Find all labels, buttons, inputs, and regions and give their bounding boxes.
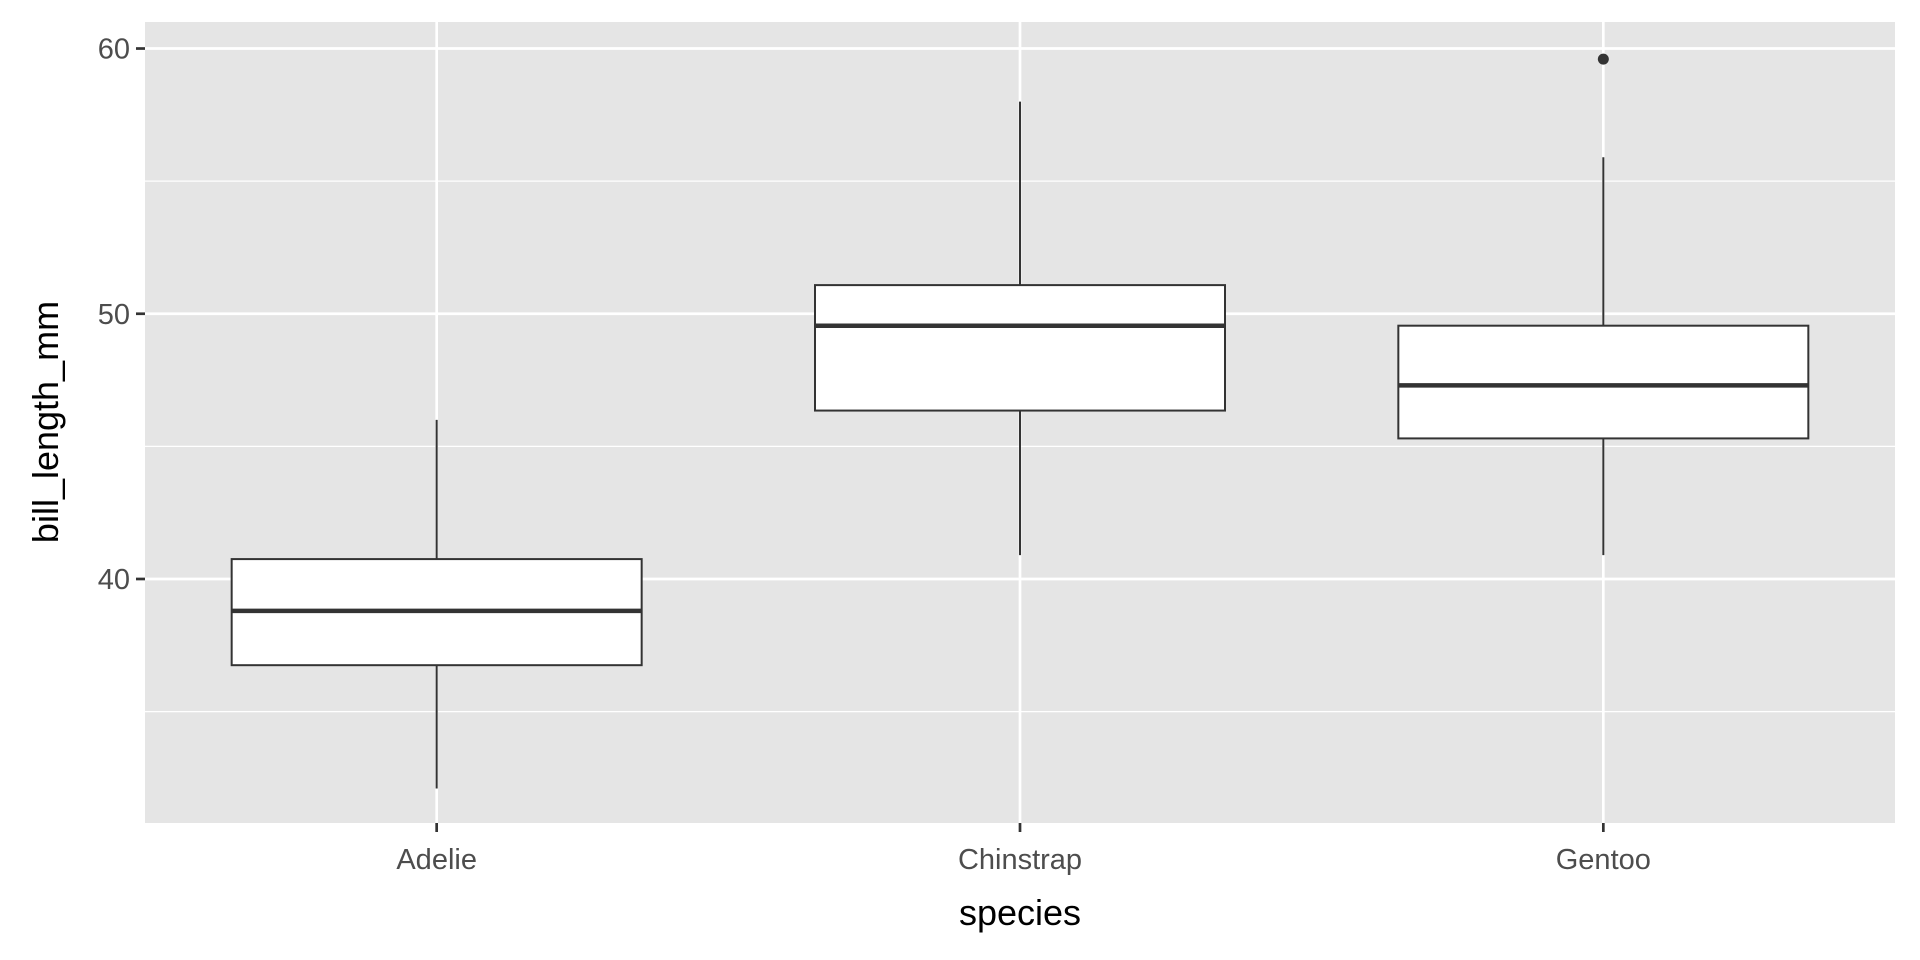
x-tick-label: Gentoo (1556, 844, 1651, 876)
outlier-point (1597, 53, 1609, 65)
x-tick-label: Adelie (396, 844, 477, 876)
x-axis-title: species (959, 892, 1081, 933)
y-tick-label: 50 (98, 299, 130, 331)
box-iqr (1397, 324, 1810, 440)
x-tick-label: Chinstrap (958, 844, 1082, 876)
y-axis-title: bill_length_mm (25, 301, 66, 543)
y-tick-label: 40 (98, 564, 130, 596)
box-iqr (814, 284, 1226, 412)
y-tick-label: 60 (98, 34, 130, 66)
